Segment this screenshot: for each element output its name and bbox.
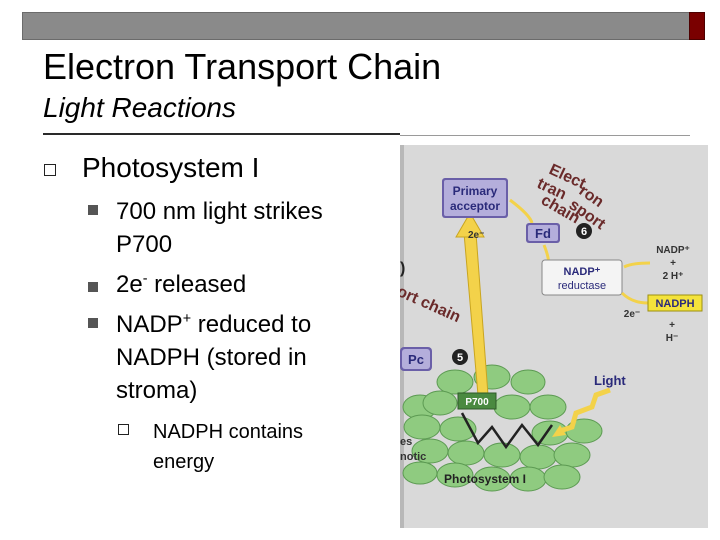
primary-acceptor-label: Primary [453,184,498,198]
hollow-square-bullet-icon [118,424,129,435]
svg-text:+: + [670,258,676,269]
bullet-text: released [147,271,247,298]
bullet-text-line: stroma) [116,377,198,404]
bullet-text-line: NADPH (stored in [116,344,307,371]
bullet-light-strikes: 700 nm light strikes P700 [116,195,323,261]
bullet-photosystem-1: Photosystem I [82,152,260,183]
fd-label: Fd [535,226,551,241]
excitation-zigzag [460,412,554,450]
svg-text:5: 5 [457,352,463,364]
hollow-square-bullet-icon [44,164,56,176]
step-6-marker [576,223,592,239]
p700-label: P700 [465,397,489,408]
svg-text:acceptor: acceptor [450,199,500,213]
pc-label: Pc [408,352,424,367]
sub-bullet-nadph-energy: NADPH contains energy [153,417,303,477]
title-divider [43,133,400,135]
slide-subtitle: Light Reactions [43,92,237,123]
partial-side-label: es [400,436,412,448]
chlorophyll-cluster [402,364,603,492]
nadp-input-label: NADP⁺ [656,245,690,256]
svg-text:reductase: reductase [558,280,606,292]
photosystem-caption: Photosystem I [444,472,526,486]
nadph-box [647,294,703,312]
bullet-text-line: P700 [116,231,173,258]
bullet-text: 2e [116,271,143,298]
svg-text:notic: notic [400,451,426,463]
square-bullet-icon [88,282,98,292]
bullet-text-line: 700 nm light strikes [116,198,323,225]
svg-text:6: 6 [581,226,587,238]
svg-text:2 H⁺: 2 H⁺ [663,271,684,282]
bullet-nadp-reduced: NADP+ reduced to NADPH (stored in stroma… [116,308,311,407]
svg-text:+: + [669,320,675,331]
square-bullet-icon [88,205,98,215]
electron-label-2: 2e⁻ [624,309,640,320]
title-bar-decoration [22,12,690,40]
bullet-text-line: NADP+ reduced to [116,311,312,338]
bullet-text-line: energy [153,451,215,473]
bullet-text-line: NADPH contains [153,421,304,443]
step-5-marker [452,349,468,365]
partial-label: ) [400,260,405,277]
nadp-reductase-box [541,259,623,296]
reductase-label: NADP⁺ [564,266,601,278]
corner-accent [689,12,705,40]
square-bullet-icon [88,318,98,328]
nadph-label: NADPH [655,298,694,310]
light-bolt-icon [559,387,611,434]
photosystem-diagram: Primary acceptor 2e⁻ Elect ron tran spor… [400,145,708,528]
electron-label: 2e⁻ [468,230,484,241]
p700-box [457,392,497,410]
title-divider-light [400,135,690,136]
svg-text:H⁻: H⁻ [666,333,679,344]
slide-title: Electron Transport Chain [43,46,442,87]
superscript: - [142,271,148,287]
light-label: Light [594,373,626,388]
bullet-electrons-released: 2e- released [116,268,246,301]
